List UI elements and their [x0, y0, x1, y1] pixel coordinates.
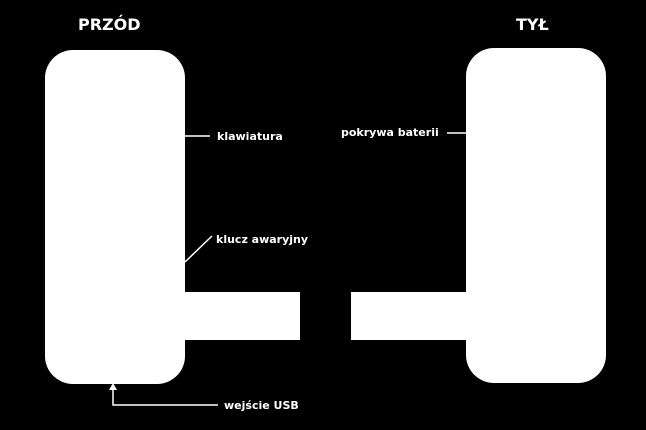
keypad-label: klawiatura — [217, 130, 283, 143]
back-handle — [351, 292, 476, 340]
back-title: TYŁ — [516, 15, 549, 34]
back-lock-body — [466, 48, 606, 383]
usb-input-label: wejście USB — [224, 399, 299, 412]
front-handle — [175, 292, 300, 340]
front-title: PRZÓD — [78, 15, 141, 34]
front-lock-body — [45, 50, 185, 384]
battery-cover-label: pokrywa baterii — [341, 126, 439, 139]
emergency-key-leader-line — [184, 235, 213, 263]
usb-leader-line — [112, 388, 218, 406]
emergency-key-label: klucz awaryjny — [216, 233, 309, 246]
usb-arrow-icon — [109, 383, 117, 390]
